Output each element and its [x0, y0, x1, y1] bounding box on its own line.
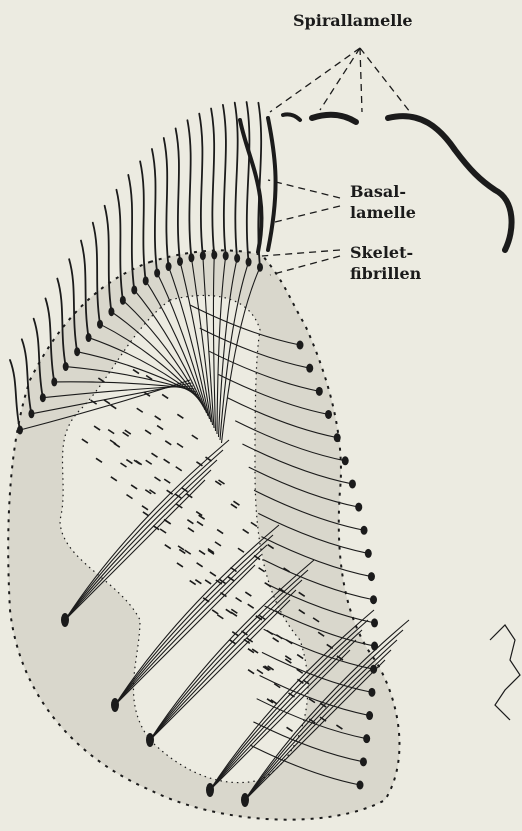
adjacent-cell-fragment: [490, 625, 520, 720]
basal-granule: [211, 251, 217, 260]
basal-granule: [17, 426, 23, 435]
basal-granule: [246, 258, 252, 267]
basal-granule: [316, 387, 323, 396]
basal-granule: [361, 526, 368, 535]
basal-granule: [108, 307, 114, 316]
label-pointers: [262, 48, 410, 275]
label-spirallamelle: Spirallamelle: [293, 12, 413, 30]
basal-granule: [257, 263, 263, 272]
flagellum: [140, 161, 146, 281]
basal-granule: [334, 433, 341, 442]
basal-granule: [234, 254, 240, 263]
basal-granule: [146, 733, 154, 747]
spiral-lamella-piece: [312, 115, 356, 122]
flagellum: [247, 102, 250, 262]
spiral-lamella-piece: [283, 114, 300, 120]
basal-granule: [368, 572, 375, 581]
basal-granule: [166, 262, 172, 271]
basal-granule: [143, 276, 149, 285]
basal-granule: [349, 479, 356, 488]
flagellum: [199, 114, 203, 256]
flagellum: [10, 360, 20, 430]
flagellum-thick: [268, 118, 276, 250]
flagellum: [211, 109, 214, 256]
basal-granule: [365, 549, 372, 558]
basal-granule: [357, 781, 364, 790]
basal-granule: [370, 595, 377, 604]
basal-granule: [111, 698, 119, 712]
basal-granule: [297, 341, 304, 350]
basal-granule: [241, 793, 249, 807]
flagellum: [187, 120, 191, 258]
basal-granule: [86, 333, 92, 342]
basal-granule: [368, 688, 375, 697]
basal-granule: [51, 377, 57, 386]
flagellum: [235, 103, 238, 259]
basal-granule: [131, 285, 137, 294]
basal-granule: [325, 410, 332, 419]
label-basallamelle-line2: lamelle: [350, 204, 416, 222]
label-skeletfibrillen-line2: fibrillen: [350, 265, 421, 283]
basal-granule: [342, 456, 349, 465]
flagellum: [176, 128, 180, 261]
basal-granule: [63, 362, 69, 371]
flagellum: [223, 105, 226, 256]
basal-granule: [360, 757, 367, 766]
basal-granule: [28, 409, 34, 418]
flagellum: [164, 138, 169, 267]
basal-granule: [120, 296, 126, 305]
basal-granule: [74, 347, 80, 356]
basal-granule: [200, 251, 206, 260]
basal-granule: [306, 364, 313, 373]
basal-granule: [371, 618, 378, 627]
flagellum: [152, 149, 157, 273]
label-basallamelle-line1: Basal-: [350, 183, 406, 201]
basal-granule: [40, 393, 46, 402]
basal-granule: [154, 269, 160, 278]
basal-granule: [177, 257, 183, 266]
basal-granule: [363, 734, 370, 743]
basal-granule: [188, 253, 194, 262]
basal-granule: [355, 503, 362, 512]
basal-granule: [61, 613, 69, 627]
label-skeletfibrillen-line1: Skelet-: [350, 244, 413, 262]
basal-granule: [371, 642, 378, 651]
basal-granule: [366, 711, 373, 720]
basal-granule: [97, 320, 103, 329]
basal-granule: [223, 251, 229, 260]
spiral-lamella-strip: [388, 116, 512, 250]
basal-granule: [206, 783, 214, 797]
basal-granule: [370, 665, 377, 674]
